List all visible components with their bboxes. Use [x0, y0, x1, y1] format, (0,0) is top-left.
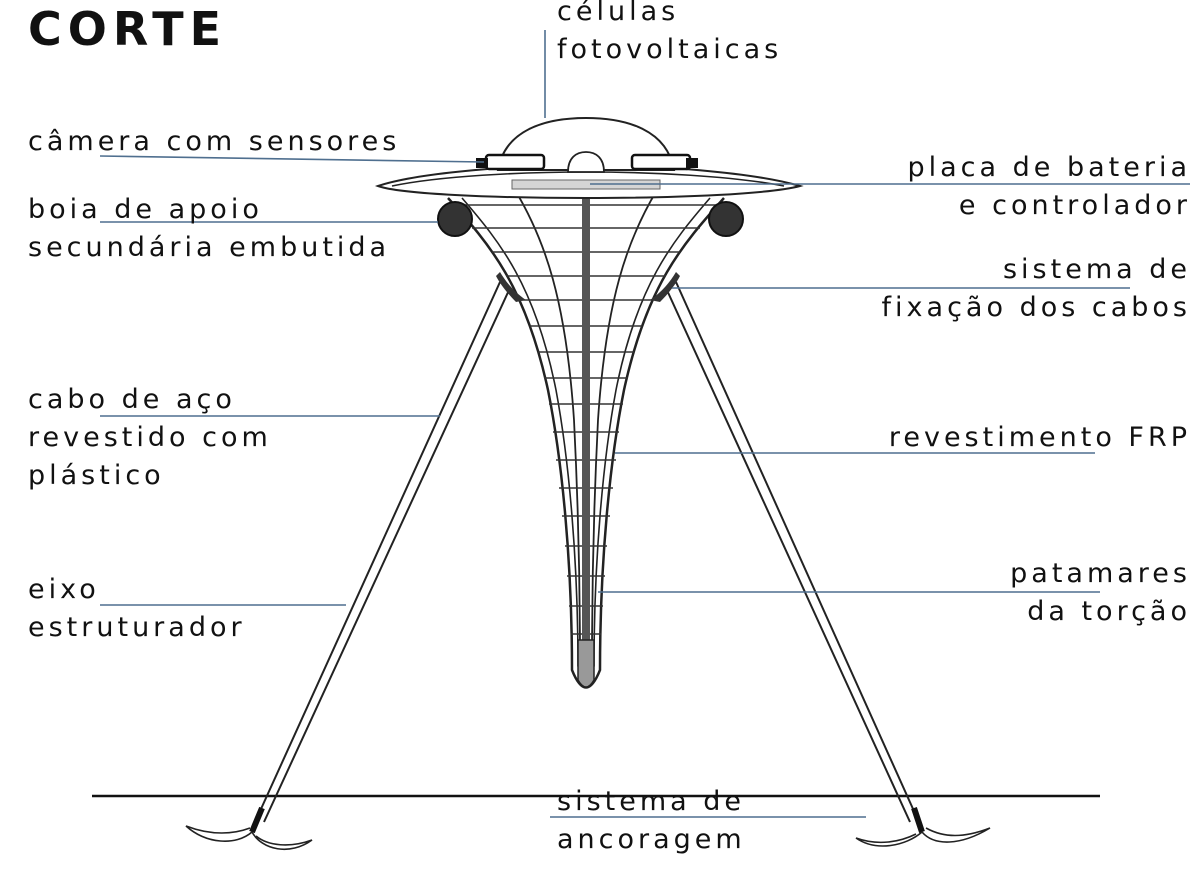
leader-lines — [99, 30, 1190, 818]
sensor-module-right — [630, 153, 698, 171]
label-structural-axis-1: eixo — [28, 574, 100, 605]
central-axis — [577, 190, 595, 688]
label-steel-cable-1: cabo de aço — [28, 384, 236, 415]
label-frp-coating: revestimento FRP — [888, 422, 1191, 453]
label-structural-axis-2: estruturador — [28, 612, 246, 643]
secondary-buoy-left — [437, 201, 473, 237]
label-steel-cable-2: revestido com — [28, 422, 272, 453]
sensor-module-left — [476, 153, 546, 171]
label-secondary-buoy-2: secundária embutida — [28, 232, 391, 263]
cable-end-left — [249, 806, 265, 834]
label-battery-plate-2: e controlador — [958, 190, 1191, 221]
label-torsion-rungs-2: da torção — [1027, 596, 1191, 627]
label-cable-fixing-2: fixação dos cabos — [881, 292, 1191, 323]
mooring-cables — [255, 281, 919, 823]
anchor-left — [185, 825, 313, 850]
cable-end-right — [911, 807, 925, 833]
camera-dome — [567, 151, 605, 173]
secondary-buoy-right — [708, 201, 744, 237]
label-anchoring-1: sistema de — [557, 786, 746, 817]
label-steel-cable-3: plástico — [28, 460, 165, 491]
label-anchoring-2: ancoragem — [557, 824, 746, 855]
label-cable-fixing-1: sistema de — [1002, 254, 1191, 285]
label-photovoltaic-cells-1: células — [557, 0, 680, 27]
page-title: CORTE — [28, 2, 228, 56]
cable-fixing-left — [496, 272, 526, 302]
label-battery-plate-1: placa de bateria — [907, 152, 1191, 183]
cable-fixing-right — [650, 272, 680, 302]
label-photovoltaic-cells-2: fotovoltaicas — [557, 34, 783, 65]
label-torsion-rungs-1: patamares — [1010, 558, 1191, 589]
label-camera-sensors: câmera com sensores — [28, 126, 401, 157]
label-secondary-buoy-1: boia de apoio — [28, 194, 263, 225]
anchor-right — [855, 827, 991, 847]
